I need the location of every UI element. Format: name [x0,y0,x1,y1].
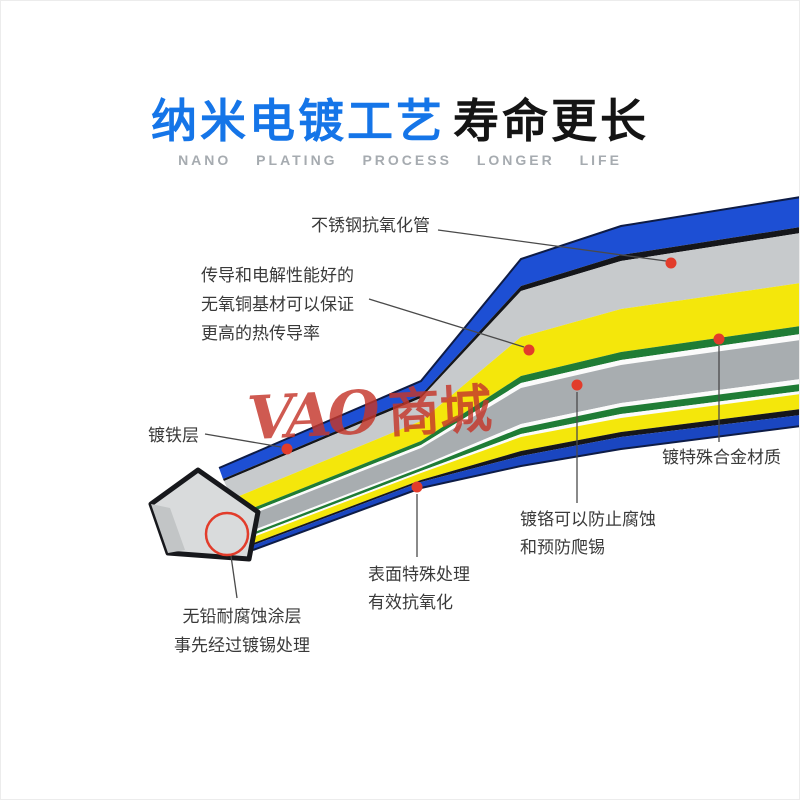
dot-stainless-tube [665,257,677,269]
dot-copper-base [523,344,535,356]
leader-copper-base [368,298,525,348]
leader-lead-free-coating [230,555,238,599]
layer-core [240,340,799,533]
label-stainless-tube: 不锈钢抗氧化管 [311,212,430,240]
dot-iron-plating [281,443,293,455]
page-title: 纳米电镀工艺寿命更长 [1,85,799,151]
body-outline [218,196,799,551]
label-line: 事先经过镀锡处理 [174,636,310,655]
layer-black-line-top [223,227,799,481]
layer-copper-top [232,283,799,514]
subtitle-text: NANO PLATING PROCESS LONGER LIFE [178,152,622,168]
label-line: 镀特殊合金材质 [662,448,781,467]
label-line: 传导和电解性能好的 [201,266,354,285]
label-line: 更高的热传导率 [201,324,320,343]
title-rest: 寿命更长 [453,95,649,147]
label-line: 镀铬可以防止腐蚀 [520,510,656,529]
label-iron-plating: 镀铁层 [148,422,199,450]
label-line: 不锈钢抗氧化管 [311,216,430,235]
label-line: 有效抗氧化 [368,593,453,612]
layer-copper-bottom [248,394,799,544]
label-lead-free-coating: 无铅耐腐蚀涂层 事先经过镀锡处理 [156,602,328,660]
label-chrome-plating: 镀铬可以防止腐蚀 和预防爬锡 [520,506,656,562]
title-highlight: 纳米电镀工艺 [151,95,445,147]
tip-highlight-circle [204,511,250,557]
leader-lines [204,229,720,599]
watermark-cjk: 商城 [386,380,494,444]
label-line: 镀铁层 [148,426,199,445]
dot-surface-treatment [411,481,423,493]
layer-steel-tube [224,233,799,499]
label-line: 和预防爬锡 [520,538,605,557]
solder-tip-bevel [151,504,185,553]
leader-stainless-tube [437,229,667,262]
label-line: 无氧铜基材可以保证 [201,295,354,314]
dot-chrome-plating [571,379,583,391]
leader-iron-plating [204,433,282,448]
marker-dots [281,257,725,493]
label-special-alloy: 镀特殊合金材质 [649,444,794,472]
label-line: 表面特殊处理 [368,565,470,584]
layer-outer-blue-bottom [251,415,799,550]
dot-special-alloy [713,333,725,345]
label-surface-treatment: 表面特殊处理 有效抗氧化 [368,561,470,617]
layer-outer-blue-top [219,197,799,479]
label-line: 无铅耐腐蚀涂层 [182,607,302,626]
watermark-latin: VAO [245,377,378,455]
label-copper-base: 传导和电解性能好的 无氧铜基材可以保证 更高的热传导率 [201,261,354,348]
